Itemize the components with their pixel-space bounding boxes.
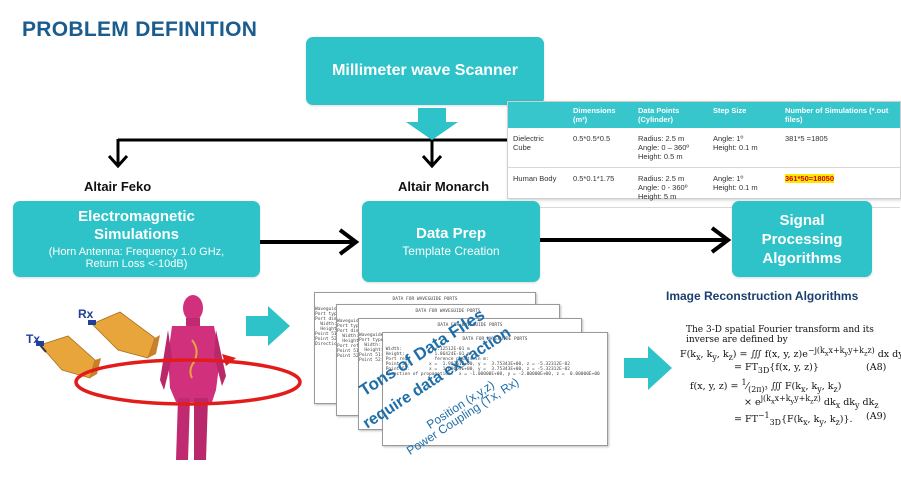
scanner-box: Millimeter wave Scanner (306, 37, 544, 105)
page-title: PROBLEM DEFINITION (22, 18, 258, 41)
scanner-down-arrow (406, 108, 458, 140)
forward-transform-equation: F(kx, ky, kz) = ∭ f(x, y, z)e−j(kxx+kyy+… (680, 346, 901, 363)
monarch-label: Altair Monarch (398, 179, 490, 194)
inverse-transform-short: = FT−13D{F(kx, ky, kz)}. (734, 411, 853, 428)
em-box-title: Electromagnetic Simulations (78, 208, 195, 243)
prep-to-signal-arrowhead (710, 226, 732, 254)
table-cell: Angle: 1º Height: 0.1 m (708, 128, 780, 168)
doc-header: DATA FOR WAVEGUIDE PORTS (437, 323, 503, 328)
table-cell: 381*5 =1805 (780, 128, 900, 168)
em-to-prep-arrowhead (338, 228, 360, 256)
orbit-arrowhead (222, 354, 236, 366)
inverse-transform-kernel: × ej(kxx+kyy+kzz) dkx dky dkz (744, 394, 879, 411)
formula-caption: The 3-D spatial Fourier transform and it… (686, 325, 874, 345)
table-header: Number of Simulations (*.out files) (780, 102, 900, 128)
doc-header: DATA FOR WAVEGUIDE PORTS (392, 297, 458, 302)
antenna-illustration (36, 295, 302, 460)
table-cell: 0.5*0.1*1.75 (568, 167, 633, 208)
equation-number-a8: (A8) (866, 362, 887, 373)
table-header-row: Dimensions (m³) Data Points (Cylinder) S… (508, 102, 900, 128)
signal-processing-box: Signal Processing Algorithms (732, 201, 872, 277)
doc-header: DATA FOR WAVEGUIDE PORTS (415, 309, 481, 314)
table-header: Dimensions (m³) (568, 102, 633, 128)
simulation-table: Dimensions (m³) Data Points (Cylinder) S… (508, 102, 900, 208)
human-to-files-arrow (246, 306, 290, 346)
table-cell: 0.5*0.5*0.5 (568, 128, 633, 168)
prep-box-subtitle: Template Creation (402, 244, 500, 258)
doc-header: DATA FOR WAVEGUIDE PORTS (462, 337, 528, 342)
signal-box-title: Signal Processing Algorithms (761, 211, 843, 267)
forward-transform-short: = FT3D{f(x, y, z)} (734, 362, 819, 375)
feko-label: Altair Feko (84, 179, 152, 194)
scan-orbit-ring (74, 358, 302, 406)
em-box-line2: Return Loss <-10dB) (85, 258, 188, 270)
tx-label: Tx (26, 332, 41, 346)
em-box-line1: (Horn Antenna: Frequency 1.0 GHz, (48, 246, 225, 258)
table-header: Step Size (708, 102, 780, 128)
prep-box-title: Data Prep (415, 225, 487, 242)
rx-horn-antenna (88, 311, 160, 359)
simulation-table-card: Dimensions (m³) Data Points (Cylinder) S… (507, 101, 901, 208)
monarch-arrowhead (421, 154, 443, 169)
data-file-page: DATA FOR WAVEGUIDE PORTS Width: y.12512E… (382, 332, 608, 446)
table-cell: Radius: 2.5 m Angle: 0 - 360º Height: 5 … (633, 167, 708, 208)
highlighted-simulation-count: 361*50=18050 (785, 174, 835, 183)
rx-label: Rx (78, 307, 94, 321)
table-cell: Radius: 2.5 m Angle: 0 – 360º Height: 0.… (633, 128, 708, 168)
table-cell: Dielectric Cube (508, 128, 568, 168)
files-to-formula-arrow (624, 346, 672, 390)
data-prep-box: Data Prep Template Creation (362, 201, 540, 282)
em-simulations-box: Electromagnetic Simulations (Horn Antenn… (13, 201, 260, 277)
table-header (508, 102, 568, 128)
scanner-label: Millimeter wave Scanner (332, 62, 518, 79)
equation-number-a9: (A9) (866, 411, 887, 422)
table-row: Dielectric Cube 0.5*0.5*0.5 Radius: 2.5 … (508, 128, 900, 168)
image-recon-title: Image Reconstruction Algorithms (666, 289, 859, 303)
inverse-transform-equation: f(x, y, z) = 1⁄(2π)³ ∭ F(kx, ky, kz) (690, 378, 842, 395)
table-header: Data Points (Cylinder) (633, 102, 708, 128)
feko-arrowhead (107, 154, 129, 169)
human-body-figure (160, 295, 226, 460)
